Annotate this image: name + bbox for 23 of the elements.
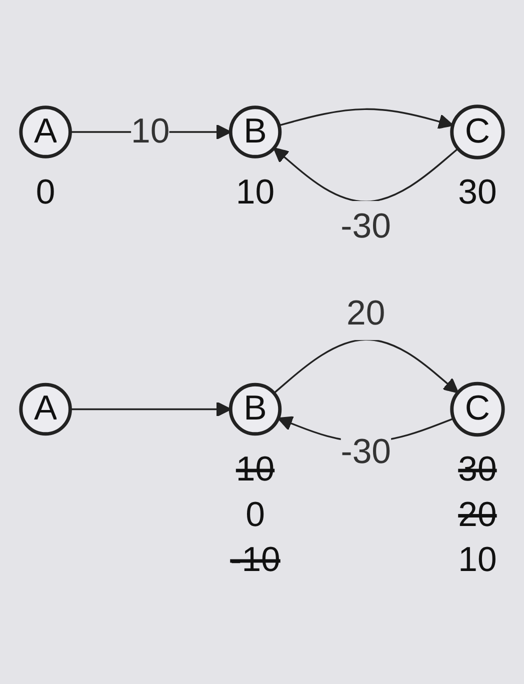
node-value: 10 — [236, 450, 275, 489]
circle-node: C — [450, 104, 505, 160]
circle-node: C — [450, 382, 505, 437]
arrow — [273, 147, 459, 203]
node-value: 30 — [458, 173, 497, 212]
node-value: 0 — [36, 173, 56, 212]
node-value: 10 — [236, 173, 275, 212]
arrow — [273, 338, 459, 394]
node-value: 0 — [246, 496, 265, 534]
edge-label: -30 — [340, 208, 391, 246]
node-value: 20 — [458, 496, 497, 534]
circle-node: B — [228, 106, 282, 158]
edge-label: -30 — [340, 434, 392, 472]
circle-node: B — [228, 382, 282, 436]
arrow — [70, 402, 232, 417]
node-value: -10 — [230, 541, 280, 580]
edge-label: 20 — [346, 295, 386, 334]
circle-node: A — [19, 106, 72, 158]
circle-node: A — [19, 382, 72, 436]
node-value: 30 — [458, 450, 497, 489]
node-value: 10 — [458, 541, 497, 580]
edge-label: 10 — [131, 112, 170, 152]
arrow — [278, 108, 454, 130]
